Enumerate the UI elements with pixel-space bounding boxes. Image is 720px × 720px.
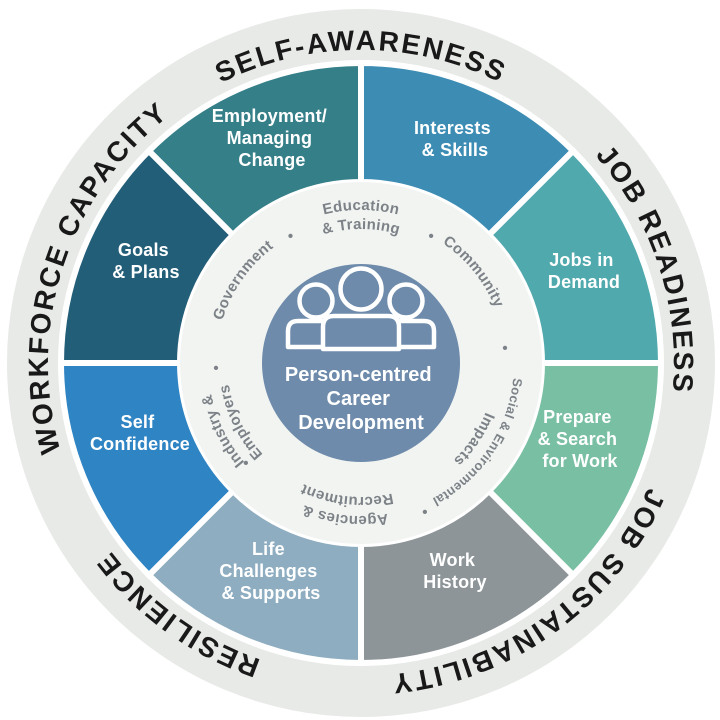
person-center-head [338, 266, 384, 312]
segment-label-work-history: Work History [423, 550, 486, 592]
inner-label-education-training-line2: & Training [320, 216, 402, 238]
segment-label-line: Managing [227, 128, 313, 148]
person-right-head [387, 282, 425, 320]
segment-label-line: Prepare [543, 407, 611, 427]
separator-dot: • [502, 340, 508, 357]
segment-label-line: Jobs in [549, 250, 613, 270]
person-center-body [320, 313, 402, 352]
segment-label-line: Self [120, 412, 155, 432]
segment-label-life-challenges-supports: Life Challenges & Supports [219, 539, 322, 603]
center-title-line: Person-centred [285, 364, 432, 386]
segment-label-line: Interests [414, 118, 491, 138]
separator-dot: • [288, 228, 294, 245]
person-left-head [297, 282, 335, 320]
segment-employment-managing-change [144, 59, 364, 240]
segment-label-self-confidence: Self Confidence [90, 412, 190, 454]
segment-label-line: Challenges [219, 561, 317, 581]
segment-label-line: & Plans [112, 262, 179, 282]
segment-label-line: & Search [538, 429, 618, 449]
segment-label-employment-managing-change: Employment/ Managing Change [212, 106, 332, 170]
center-title: Person-centred Career Development [285, 364, 437, 434]
segment-label-prepare-search-for-work: Prepare & Search for Work [538, 407, 623, 471]
separator-dot: • [243, 455, 249, 472]
segment-label-line: Change [238, 150, 305, 170]
segment-label-line: Goals [118, 240, 169, 260]
separator-dot: • [422, 504, 428, 521]
separator-dot: • [213, 360, 219, 377]
segments [57, 59, 665, 667]
segment-label-jobs-in-demand: Jobs in Demand [548, 250, 620, 292]
people-icon [285, 266, 437, 352]
segment-label-line: History [423, 572, 486, 592]
center-title-line: Development [298, 412, 424, 434]
segment-labels: Interests & Skills Jobs in Demand Prepar… [90, 106, 623, 603]
segment-label-goals-plans: Goals & Plans [112, 240, 179, 282]
segment-label-interests-skills: Interests & Skills [414, 118, 496, 160]
segment-label-line: Employment/ [212, 106, 327, 126]
separator-dot: • [429, 228, 435, 245]
center-title-line: Career [327, 388, 391, 410]
segment-label-line: Work [430, 550, 476, 570]
segment-label-line: Demand [548, 272, 620, 292]
segment-label-line: Life [252, 539, 285, 559]
segment-label-line: for Work [542, 451, 618, 471]
segment-label-line: & Skills [422, 140, 489, 160]
segment-label-line: Confidence [90, 434, 190, 454]
segment-label-line: & Supports [222, 583, 321, 603]
